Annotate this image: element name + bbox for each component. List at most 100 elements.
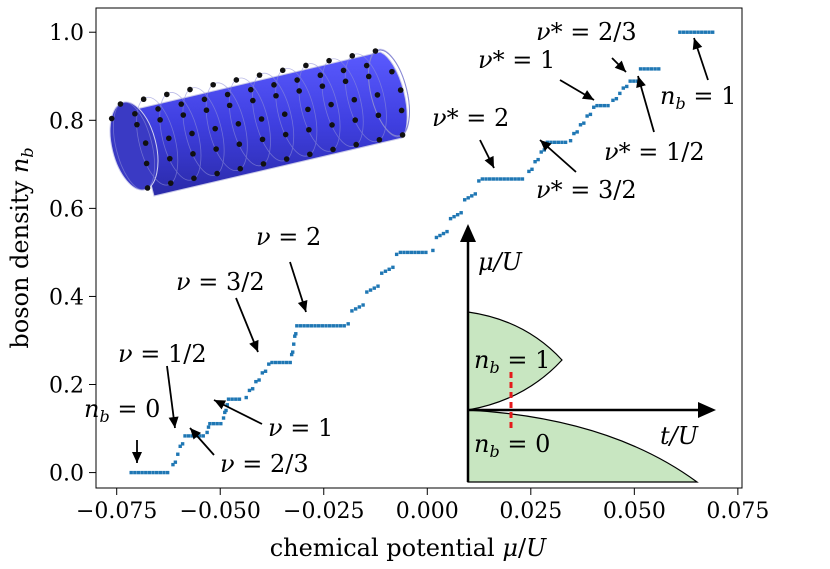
data-point	[438, 233, 442, 238]
data-point	[190, 434, 195, 438]
data-point	[277, 360, 281, 365]
data-point	[357, 305, 362, 309]
data-point	[158, 470, 163, 475]
data-point	[420, 250, 424, 255]
data-point	[260, 371, 265, 375]
data-points	[129, 30, 715, 475]
data-point	[197, 434, 202, 438]
y-tick-label: 0.0	[49, 462, 84, 487]
data-point	[144, 470, 148, 475]
data-point	[477, 179, 481, 183]
annotations: nb = 0ν = 1/2ν = 2/3ν = 1ν = 3/2ν = 2ν* …	[84, 18, 736, 478]
annotation-arrowhead	[168, 416, 179, 428]
data-point	[495, 177, 499, 181]
data-point	[539, 150, 543, 154]
data-point	[383, 269, 388, 273]
data-point	[473, 192, 477, 196]
annotation-label: ν* = 2	[432, 104, 509, 132]
y-tick-label: 1.0	[49, 21, 84, 46]
data-point	[223, 410, 227, 415]
x-tick-label: 0.050	[603, 499, 666, 524]
data-point	[338, 324, 343, 328]
data-point	[632, 79, 636, 83]
data-point	[703, 30, 708, 34]
data-point	[290, 350, 295, 354]
region-nb1	[467, 311, 563, 411]
annotation-arrowhead	[540, 140, 552, 152]
data-point	[247, 388, 252, 393]
data-point	[225, 403, 229, 407]
data-point	[302, 324, 306, 328]
data-point	[445, 229, 449, 234]
data-point	[211, 421, 216, 426]
data-point	[681, 30, 686, 34]
data-point	[707, 30, 711, 34]
data-point	[250, 387, 255, 391]
data-point	[234, 397, 238, 401]
data-point	[556, 140, 561, 145]
data-point	[376, 284, 380, 288]
data-point	[536, 157, 540, 162]
data-point	[498, 177, 503, 181]
data-point	[293, 334, 297, 338]
data-point	[306, 324, 310, 328]
data-point	[588, 112, 593, 117]
data-point	[409, 250, 413, 255]
data-point	[560, 140, 564, 145]
data-point	[155, 470, 159, 475]
mu-axis-arrow	[460, 224, 476, 242]
data-point	[491, 177, 495, 181]
data-point	[372, 286, 376, 290]
y-tick-label: 0.4	[49, 285, 84, 310]
data-point	[294, 332, 298, 336]
data-point	[317, 324, 321, 328]
data-point	[466, 196, 470, 200]
data-point	[487, 177, 492, 181]
data-point	[313, 324, 317, 328]
data-point	[700, 30, 704, 34]
data-point	[171, 462, 175, 467]
data-point	[520, 177, 525, 181]
data-point	[295, 324, 299, 328]
data-point	[391, 265, 395, 270]
data-point	[405, 250, 410, 255]
y-tick-label: 0.6	[49, 197, 84, 222]
data-point	[237, 397, 242, 401]
data-point	[140, 470, 144, 475]
x-tick-label: −0.025	[283, 499, 364, 524]
data-point	[513, 177, 517, 181]
t-axis-label: t/U	[660, 422, 699, 450]
data-point	[542, 148, 546, 152]
data-point	[361, 303, 365, 307]
annotation-arrowhead	[484, 155, 494, 168]
data-point	[298, 324, 303, 328]
data-point	[136, 470, 141, 475]
data-point	[563, 140, 568, 145]
data-point	[147, 470, 152, 475]
data-point	[530, 167, 534, 171]
data-point	[215, 421, 219, 426]
annotation-arrowhead	[692, 38, 703, 51]
data-point	[455, 213, 460, 217]
data-point	[625, 84, 629, 89]
data-point	[273, 360, 278, 365]
data-point	[244, 395, 248, 400]
data-point	[331, 324, 335, 328]
data-point	[692, 30, 697, 34]
annotation-arrowhead	[132, 452, 142, 463]
data-point	[568, 138, 573, 143]
data-point	[618, 91, 622, 96]
y-axis-ticks: 0.00.20.40.60.81.0	[49, 21, 96, 487]
data-point	[575, 130, 579, 134]
data-point	[595, 103, 599, 108]
data-point	[289, 352, 294, 357]
data-point	[402, 250, 406, 255]
data-point	[186, 434, 191, 438]
annotation-arrowhead	[581, 90, 594, 100]
data-point	[602, 103, 607, 108]
data-point	[533, 160, 537, 164]
data-point	[221, 416, 226, 420]
data-point	[441, 231, 446, 236]
data-point	[552, 140, 557, 145]
